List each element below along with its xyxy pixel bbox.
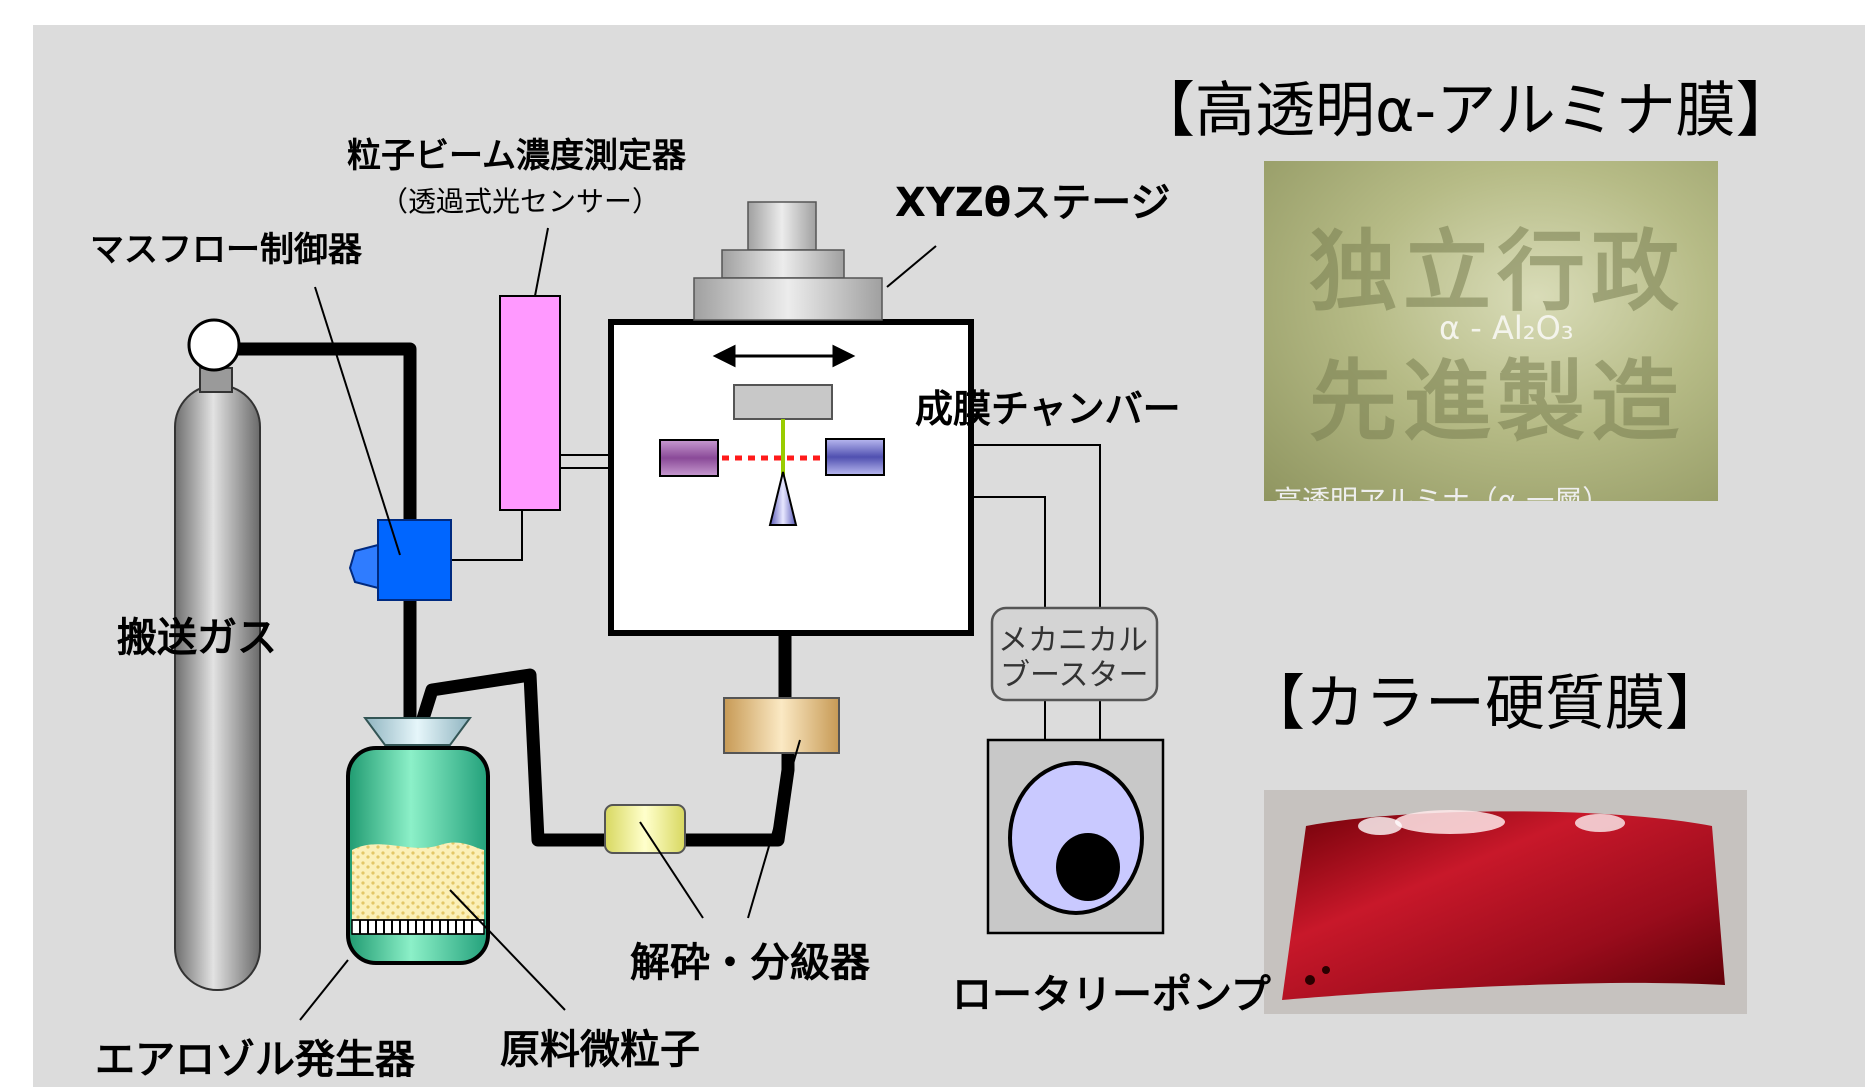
chamber-label: 成膜チャンバー [915,387,1181,431]
beam-sensor [499,295,561,511]
beam-sensor-subtitle: （透過式光センサー） [380,185,661,218]
alumina-film-photo: 独立行政 先進製造 α - Al₂O₃ 高透明アルミナ（α-一層） [1264,161,1718,501]
rotary-pump-label: ロータリーポンプ [952,972,1271,1018]
photo-formula: α - Al₂O₃ [1439,309,1574,347]
light-emitter [659,439,719,477]
stage-label: XYZθステージ [895,180,1171,226]
stage-motion-arrow [712,344,856,368]
carrier-gas-label: 搬送ガス [117,615,277,661]
deposition-chamber [608,319,974,636]
leader-lines [299,227,937,1021]
light-receiver [825,438,885,476]
photo-caption: 高透明アルミナ（α-一層） [1274,484,1611,501]
booster-label-line2: ブースター [1000,658,1149,693]
booster-label-line1: メカニカル [998,623,1148,658]
photo-watermark-line1: 独立行政 [1309,220,1686,323]
color-film-sample [1264,790,1747,1014]
color-film-title: 【カラー硬質膜】 [1245,669,1725,739]
mechanical-booster [990,606,1159,702]
alumina-film-title: 【高透明α-アルミナ膜】 [1135,76,1796,146]
classifier-label: 解砕・分級器 [630,940,870,986]
mass-flow-controller-label: マスフロー制御器 [90,230,362,270]
classifier-unit [723,697,840,754]
rotary-pump [986,738,1165,935]
beam-sensor-title: 粒子ビーム濃度測定器 [347,136,686,176]
aerosol-generator-label: エアロゾル発生器 [95,1037,415,1083]
nozzle [768,471,798,526]
raw-particles-label: 原料微粒子 [500,1027,700,1073]
aerosol-generator [346,717,490,965]
mass-flow-controller [348,519,452,601]
gas-cylinder [174,318,261,991]
xyz-theta-stage [693,201,883,420]
photo-watermark-line2: 先進製造 [1309,350,1686,453]
